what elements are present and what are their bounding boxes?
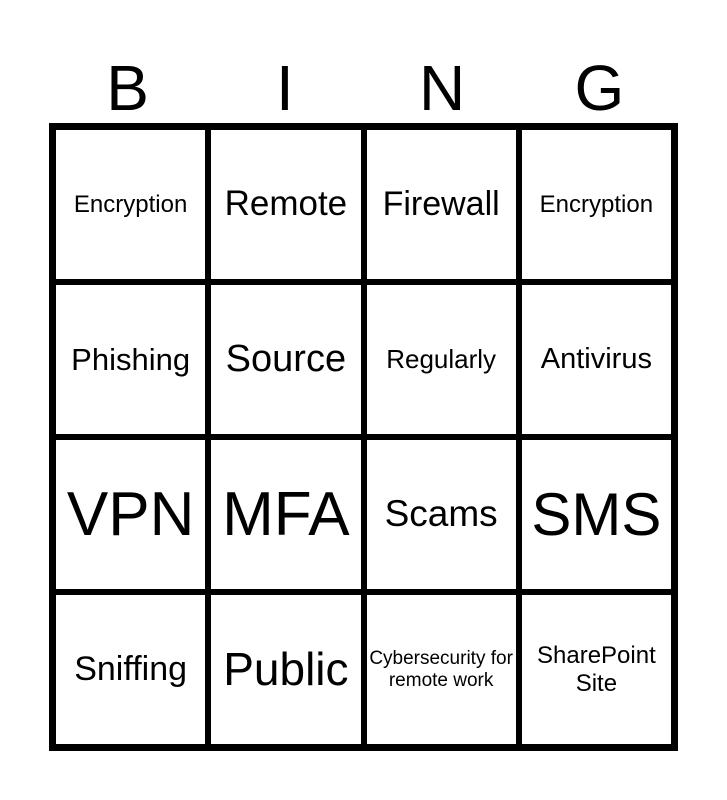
bingo-cell[interactable]: Regularly <box>366 285 516 434</box>
bingo-cell-text: Firewall <box>382 184 500 223</box>
bingo-cell[interactable]: Encryption <box>56 130 206 279</box>
header-letter-n: N <box>419 52 466 124</box>
bingo-cell-text: Public <box>223 643 349 696</box>
bingo-cell[interactable]: Remote <box>211 130 361 279</box>
bingo-cell-text: Encryption <box>73 190 188 218</box>
bingo-cell-text: Scams <box>384 493 498 535</box>
bingo-cell[interactable]: Sniffing <box>56 595 206 744</box>
bingo-cell[interactable]: Source <box>211 285 361 434</box>
bingo-cell-text: Sniffing <box>74 649 188 688</box>
bingo-cell-text: Cybersecurity for remote work <box>369 647 513 691</box>
bingo-cell-text: SMS <box>531 481 662 548</box>
bingo-cell[interactable]: Public <box>211 595 361 744</box>
bingo-cell[interactable]: Scams <box>366 440 516 589</box>
bingo-cell[interactable]: SharePoint Site <box>521 595 671 744</box>
bingo-cell-text: SharePoint Site <box>537 641 656 697</box>
bingo-cell[interactable]: Antivirus <box>521 285 671 434</box>
bingo-cell[interactable]: Encryption <box>521 130 671 279</box>
bingo-cell-text: Source <box>225 337 347 380</box>
bingo-cell[interactable]: VPN <box>56 440 206 589</box>
bingo-cell-text: Remote <box>224 184 348 224</box>
bingo-cell[interactable]: Phishing <box>56 285 206 434</box>
header-letter-g: G <box>574 52 625 124</box>
bingo-cell[interactable]: MFA <box>211 440 361 589</box>
header-letter-b: B <box>106 52 149 124</box>
bingo-cell-text: MFA <box>222 479 350 549</box>
bingo-cell[interactable]: SMS <box>521 440 671 589</box>
bingo-cell[interactable]: Firewall <box>366 130 516 279</box>
bingo-cell[interactable]: Cybersecurity for remote work <box>366 595 516 744</box>
bingo-cell-text: VPN <box>66 479 195 549</box>
bingo-cell-text: Encryption <box>539 190 654 218</box>
bingo-cell-text: Antivirus <box>540 342 652 375</box>
bingo-cell-text: Regularly <box>386 343 497 374</box>
bingo-header: B I N G <box>49 52 678 124</box>
bingo-cell-text: Phishing <box>71 341 191 377</box>
header-letter-i: I <box>275 52 294 124</box>
